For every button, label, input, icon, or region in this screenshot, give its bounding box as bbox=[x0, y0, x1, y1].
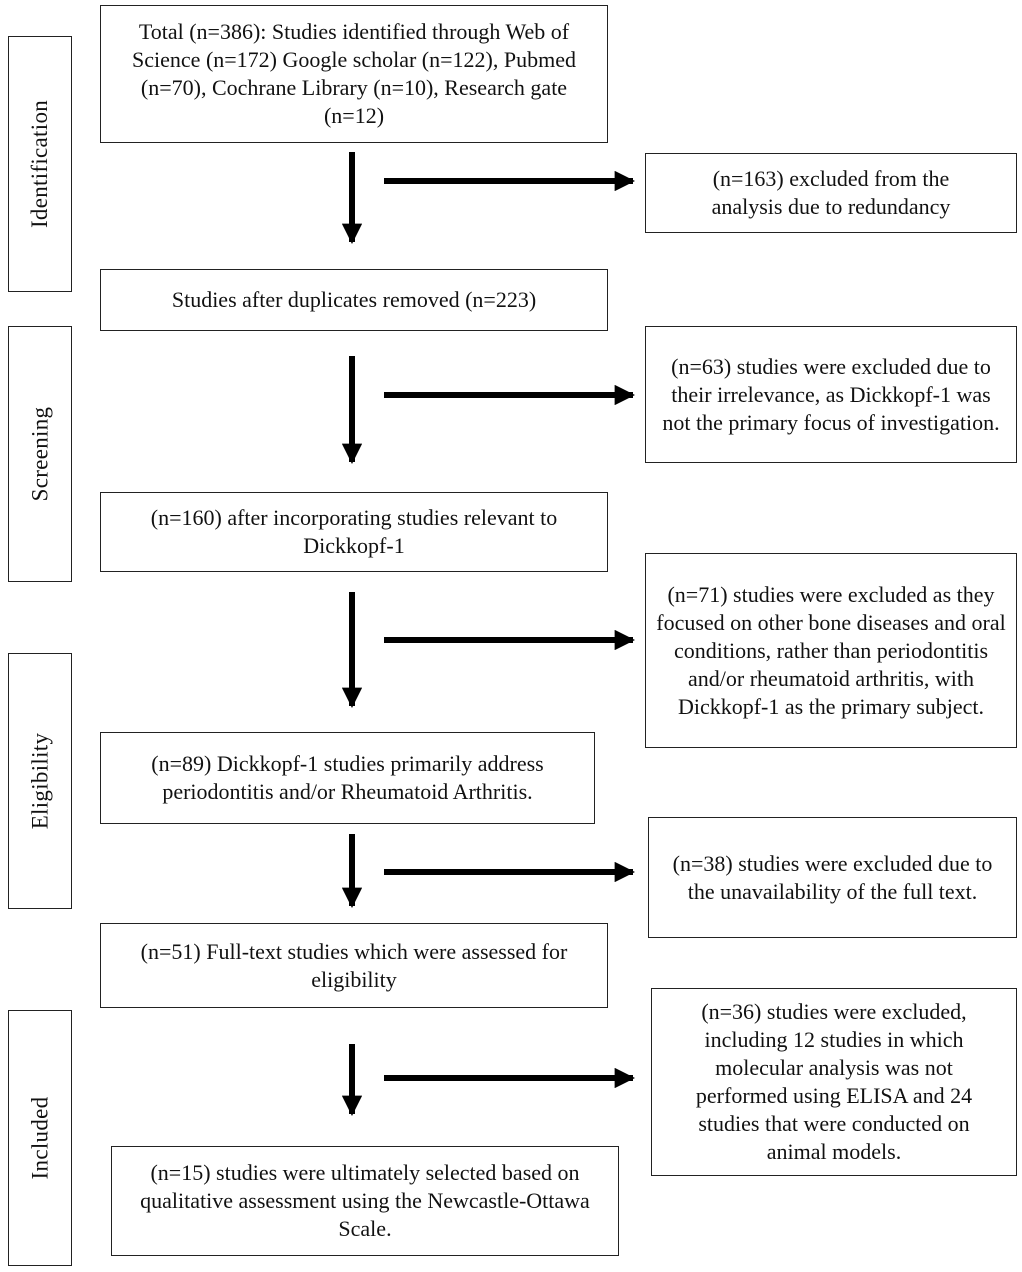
stage-included: Included bbox=[8, 1010, 72, 1266]
box-excluded-other-diseases: (n=71) studies were excluded as they foc… bbox=[645, 553, 1017, 748]
box-ultimately-selected: (n=15) studies were ultimately selected … bbox=[111, 1146, 619, 1256]
box-duplicates-removed: Studies after duplicates removed (n=223) bbox=[100, 269, 608, 331]
box-excluded-full-text-unavailable: (n=38) studies were excluded due to the … bbox=[648, 817, 1017, 938]
stage-eligibility: Eligibility bbox=[8, 653, 72, 909]
stage-screening: Screening bbox=[8, 326, 72, 582]
box-excluded-irrelevance: (n=63) studies were excluded due to thei… bbox=[645, 326, 1017, 463]
box-excluded-redundancy: (n=163) excluded from the analysis due t… bbox=[645, 153, 1017, 233]
box-excluded-elisa-animal: (n=36) studies were excluded, including … bbox=[651, 988, 1017, 1176]
box-relevant-studies: (n=160) after incorporating studies rele… bbox=[100, 492, 608, 572]
stage-identification: Identification bbox=[8, 36, 72, 292]
box-primary-address: (n=89) Dickkopf-1 studies primarily addr… bbox=[100, 732, 595, 824]
box-full-text-assessed: (n=51) Full-text studies which were asse… bbox=[100, 923, 608, 1008]
box-total-identified: Total (n=386): Studies identified throug… bbox=[100, 5, 608, 143]
